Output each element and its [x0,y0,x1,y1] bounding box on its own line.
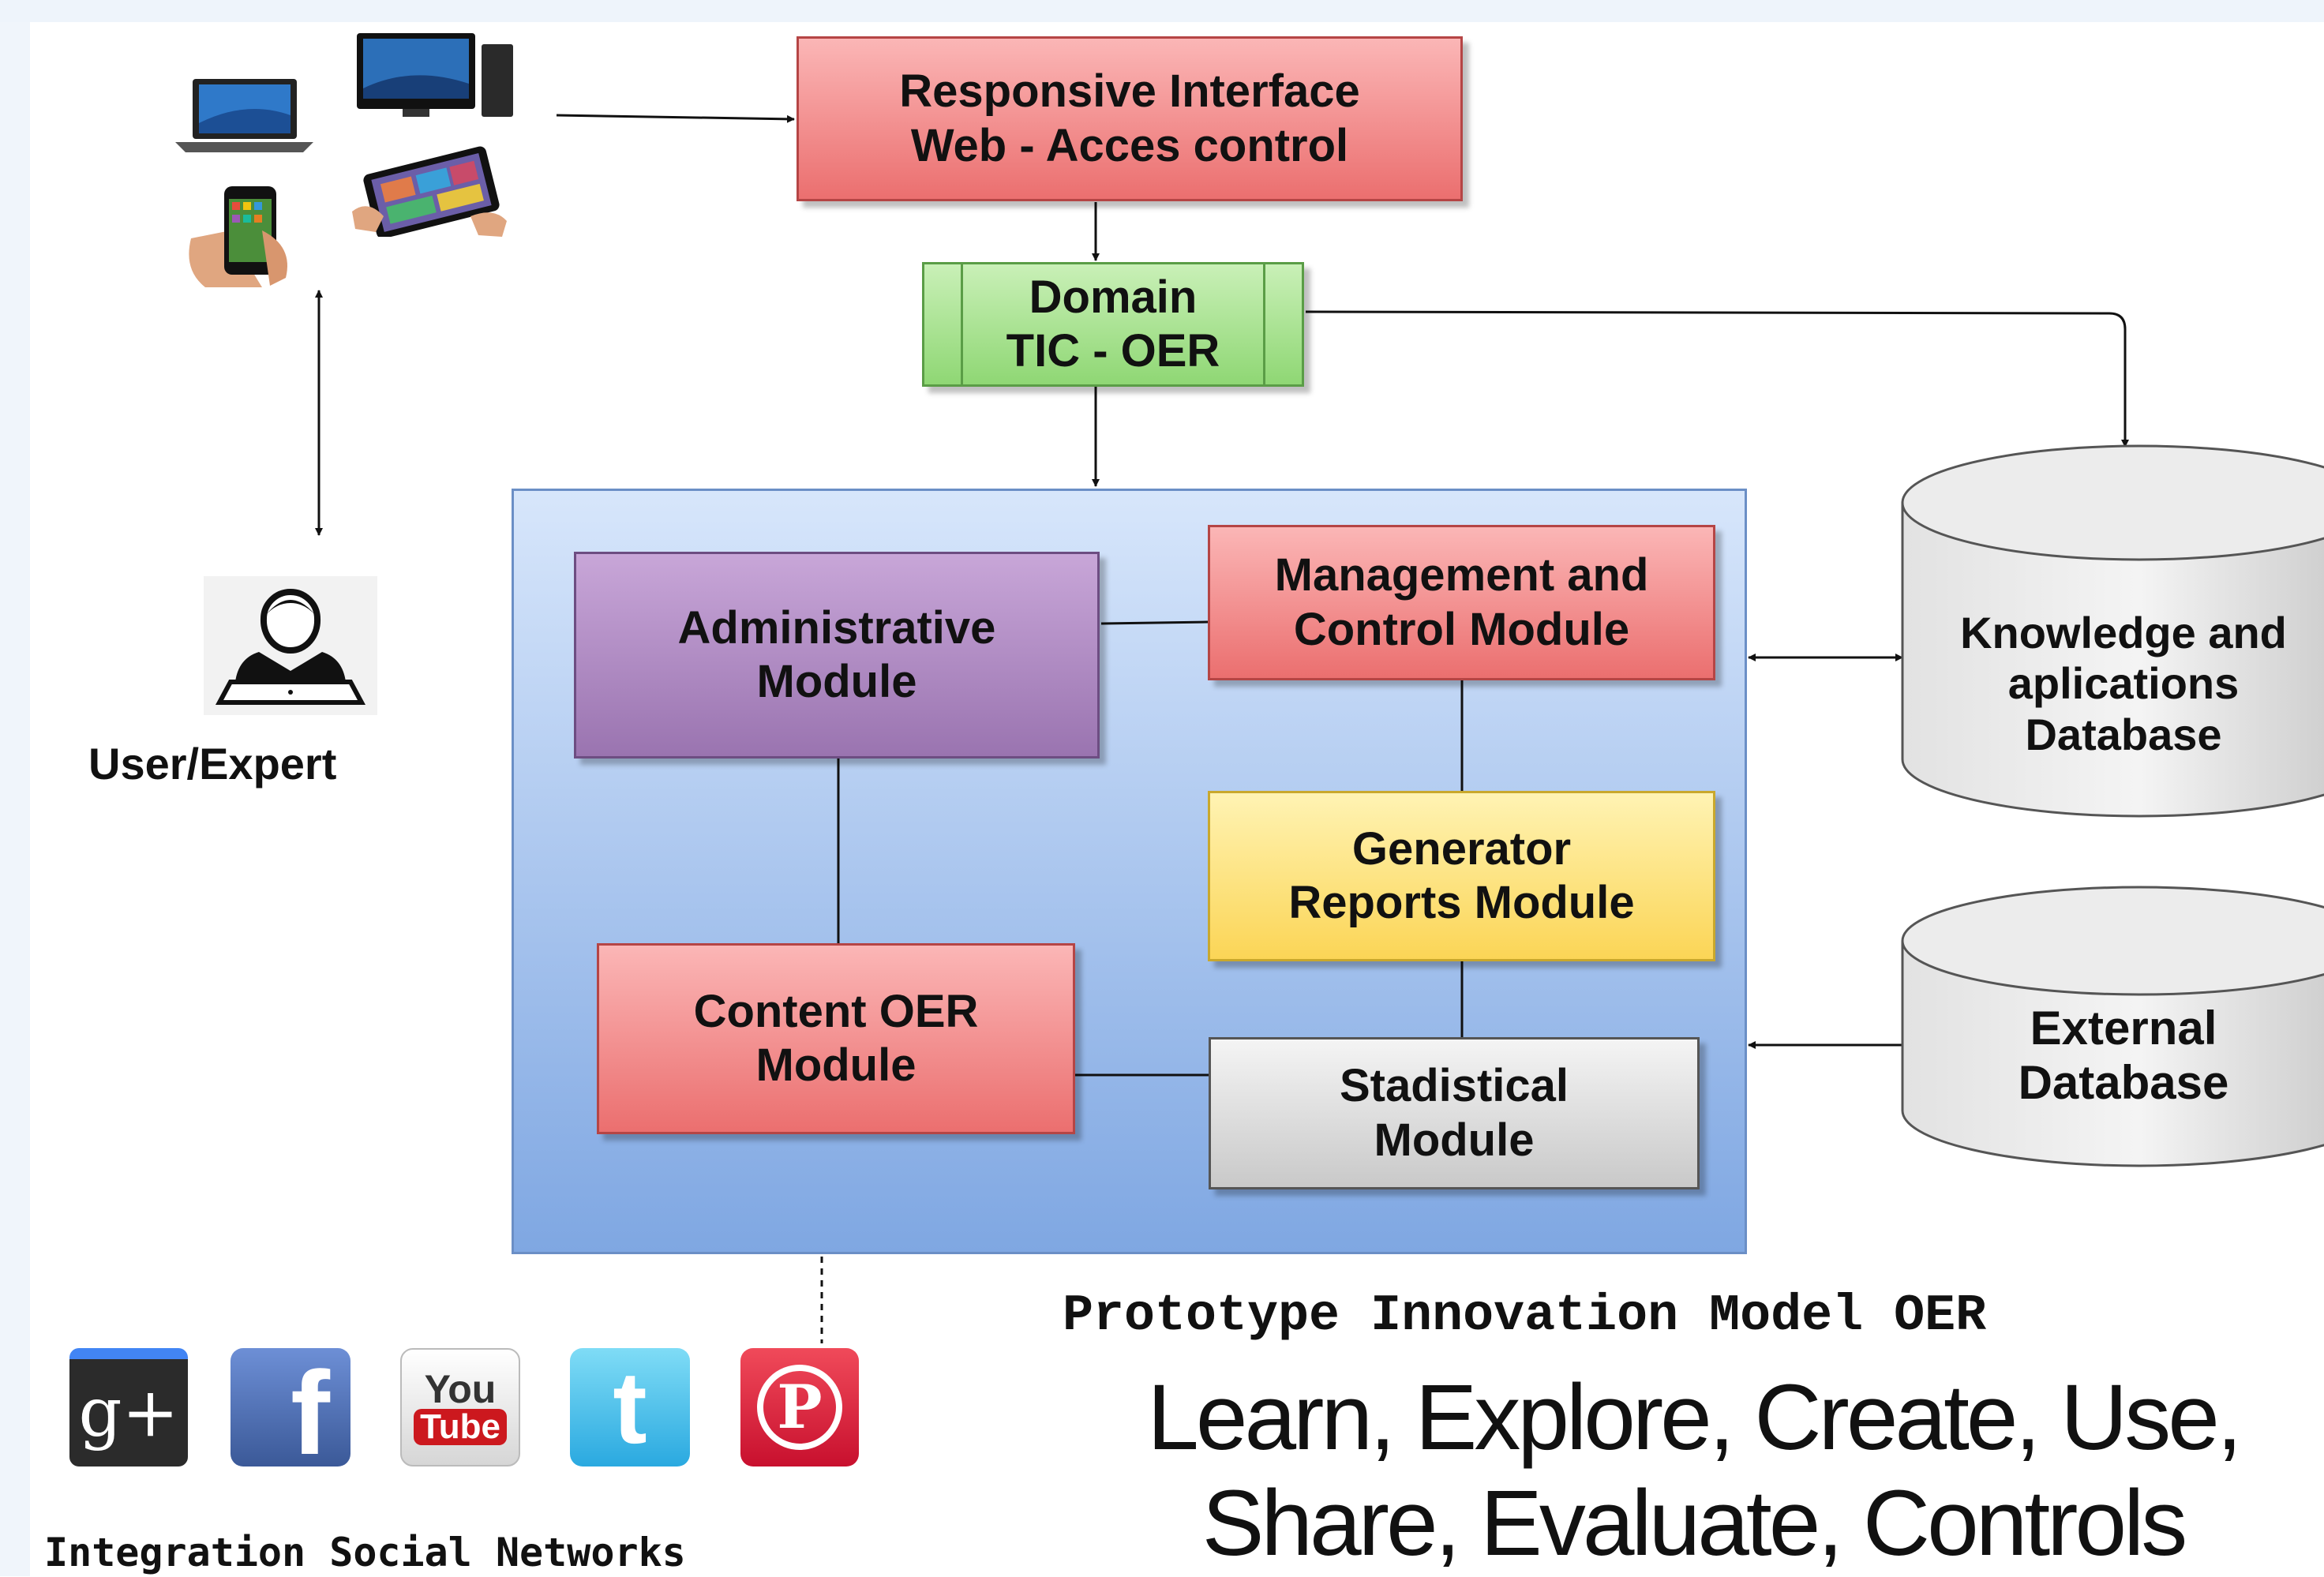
user-expert-icon [204,576,377,715]
domain-line1: Domain [1029,271,1198,323]
youtube-you-text: You [424,1366,497,1411]
content-line2: Module [755,1039,916,1091]
generator-line1: Generator [1351,822,1572,875]
arrow-domain-to-knowledge-db [1305,310,2129,448]
knowledge-database-cylinder [1901,444,2324,818]
background-band-left [0,22,30,1576]
administrative-line1: Administrative [677,601,996,654]
external-database-cylinder [1901,886,2324,1167]
stadistical-module-box: Stadistical Module [1209,1037,1700,1189]
stadistical-line1: Stadistical [1339,1060,1569,1112]
responsive-interface-line2: Web - Acces control [910,119,1349,171]
slogan-line2: Share, Evaluate, Controls [1201,1471,2188,1575]
administrative-line2: Module [756,656,917,707]
pinterest-icon[interactable]: P [740,1348,859,1466]
tablet-icon [352,146,507,237]
stadistical-line2: Module [1374,1114,1535,1166]
social-networks-caption: Integration Social Networks [44,1530,686,1575]
external-database-label: External Database [1926,1001,2321,1110]
google-plus-glyph: g+ [78,1373,179,1452]
model-title: Prototype Innovation Model OER [1063,1287,1987,1345]
youtube-icon[interactable]: You Tube [400,1348,520,1466]
arrow-devices-to-interface [556,114,795,123]
administrative-module-box: Administrative Module [574,552,1100,759]
background-band-top [0,0,2324,22]
knowledge-line3: Database [2025,709,2222,759]
twitter-glyph: t [613,1350,647,1465]
domain-box: Domain TIC - OER [922,262,1304,387]
desktop-computer-icon [357,33,513,117]
knowledge-database-label: Knowledge and aplications Database [1926,608,2321,760]
twitter-icon[interactable]: t [570,1348,690,1466]
knowledge-line1: Knowledge and [1960,608,2287,657]
content-line1: Content OER [693,985,979,1037]
domain-line2: TIC - OER [1006,325,1220,376]
laptop-icon [175,79,313,152]
external-line2: Database [2018,1056,2229,1109]
slogan-line1: Learn, Explore, Create, Use, [1147,1365,2242,1470]
user-expert-label: User/Expert [88,739,337,788]
smartphone-icon [189,186,287,287]
generator-reports-module-box: Generator Reports Module [1208,791,1715,961]
responsive-interface-box: Responsive Interface Web - Acces control [797,36,1463,201]
management-line1: Management and [1274,549,1649,601]
youtube-tube-text: Tube [414,1408,507,1446]
facebook-icon[interactable]: f [231,1348,350,1466]
facebook-glyph: f [290,1348,330,1466]
content-oer-module-box: Content OER Module [597,943,1075,1134]
management-line2: Control Module [1293,603,1630,655]
pinterest-glyph: P [777,1372,823,1442]
google-plus-icon[interactable]: g+ [69,1348,188,1466]
external-line1: External [2030,1002,2217,1054]
responsive-interface-line1: Responsive Interface [899,66,1360,118]
generator-line2: Reports Module [1288,877,1635,928]
management-control-module-box: Management and Control Module [1208,525,1715,680]
knowledge-line2: aplications [2007,658,2240,709]
